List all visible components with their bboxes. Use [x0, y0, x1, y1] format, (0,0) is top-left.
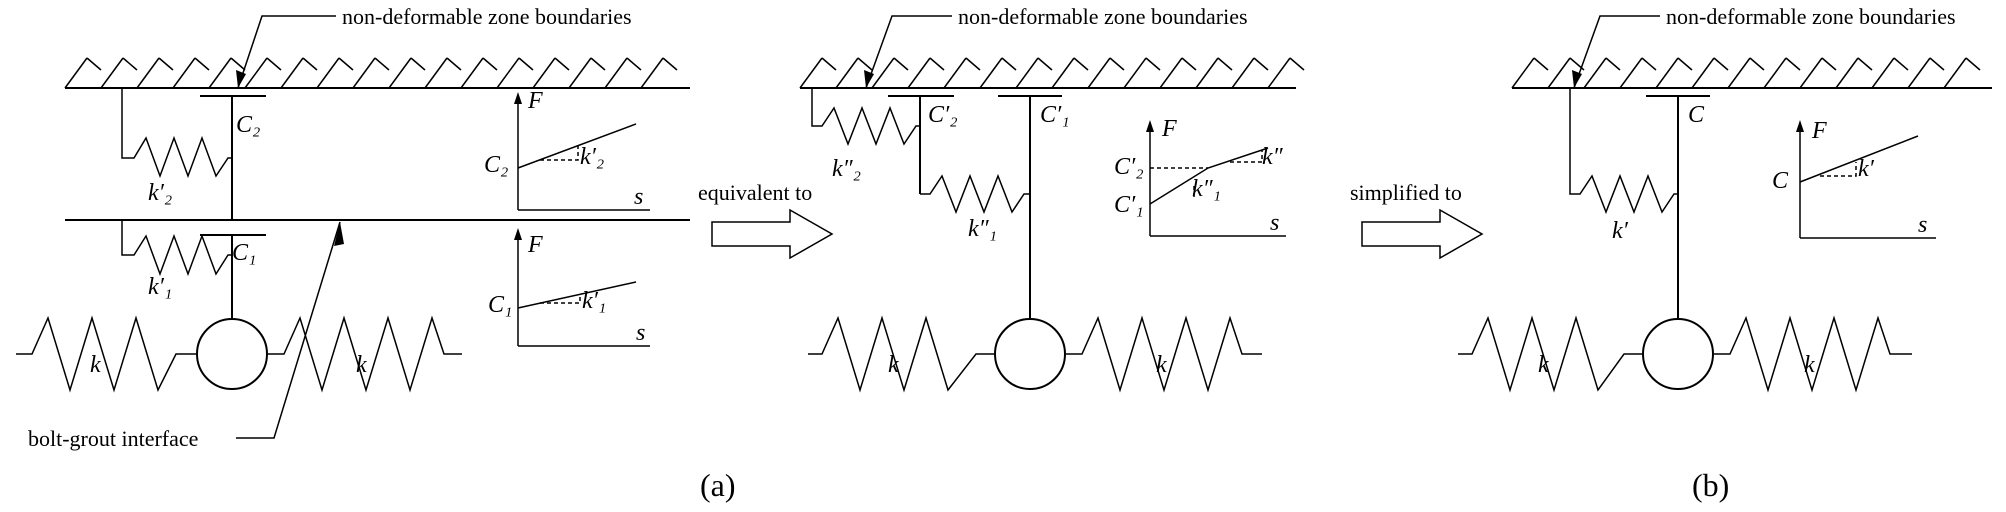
- svg-text:F: F: [1161, 116, 1177, 142]
- svg-text:C′₂: C′₂: [1114, 154, 1144, 180]
- fs-graph-c1: F s C₁ k′₁: [488, 228, 650, 347]
- spring-k1-prime: [121, 220, 232, 277]
- svg-text:k′₂: k′₂: [580, 144, 604, 170]
- bolt-grout-arrowhead: [334, 222, 344, 246]
- spring-k-right-3: [1714, 315, 1912, 393]
- label-C1-prime: C′₁: [1040, 102, 1070, 128]
- spring-k-left: [16, 315, 196, 393]
- spring-k2-prime: [121, 88, 233, 220]
- label-k-left: k: [90, 352, 101, 378]
- svg-text:s: s: [636, 320, 645, 346]
- slider-c: [1646, 95, 1710, 318]
- svg-text:C′₁: C′₁: [1114, 192, 1144, 218]
- svg-text:F: F: [527, 88, 543, 114]
- zone-boundary-arrowhead: [236, 70, 246, 88]
- label-zone-boundaries-b: non-deformable zone boundaries: [958, 4, 1248, 29]
- bolt-grout-leader: [236, 221, 341, 439]
- simplified-arrow: simplified to: [1350, 180, 1484, 260]
- label-C: C: [1688, 102, 1705, 128]
- svg-text:k′₁: k′₁: [582, 288, 606, 314]
- panel-b-simplified-model: k′ C k k non-deformable zone boundaries …: [1458, 4, 1992, 393]
- label-C2-prime: C′₂: [928, 102, 958, 128]
- spring-k2-double-prime: [811, 88, 954, 194]
- panel-a-equivalent-model: C′₂ k″₂ k″₁ C′₁ k k non-deformable zone …: [799, 4, 1305, 393]
- mass-node-3: [1642, 318, 1714, 390]
- label-k2-double-prime: k″₂: [832, 156, 861, 182]
- slider-c2: [200, 95, 266, 158]
- svg-text:k″: k″: [1262, 144, 1284, 170]
- caption-a: (a): [700, 467, 736, 503]
- mass-node: [196, 318, 268, 390]
- svg-text:s: s: [634, 184, 643, 210]
- label-zone-boundaries-a: non-deformable zone boundaries: [342, 4, 632, 29]
- label-simplified-to: simplified to: [1350, 180, 1462, 205]
- svg-text:k: k: [1804, 352, 1815, 378]
- label-k1-double-prime: k″₁: [968, 216, 997, 242]
- label-C2: C₂: [236, 112, 260, 138]
- caption-b: (b): [1692, 467, 1729, 503]
- spring-k1-double-prime: [920, 173, 1030, 215]
- panel-a-original-model: C₂ k′₂ C₁ k′₁ k k non-deformable zone bo…: [16, 4, 690, 451]
- ground-hatch: [64, 57, 690, 89]
- fs-graph-c2: F s C₂ k′₂: [484, 88, 650, 211]
- mass-node-2: [994, 318, 1066, 390]
- fs-graph-bilinear: F s C′₂ C′₁ k″₁ k″: [1114, 116, 1286, 237]
- svg-text:k′: k′: [1858, 156, 1875, 182]
- slider-c1: [200, 234, 266, 318]
- svg-text:s: s: [1918, 212, 1927, 238]
- spring-k-left-2: [808, 315, 994, 393]
- svg-text:s: s: [1270, 210, 1279, 236]
- svg-text:C₂: C₂: [484, 152, 508, 178]
- svg-text:k″₁: k″₁: [1192, 176, 1221, 202]
- slider-c1-prime: [998, 95, 1062, 318]
- spring-k-prime: [1569, 88, 1678, 215]
- label-k-right: k: [356, 352, 367, 378]
- spring-k-right: [268, 315, 462, 393]
- label-k1-prime: k′₁: [148, 274, 172, 300]
- label-C1: C₁: [232, 240, 256, 266]
- label-bolt-grout-interface: bolt-grout interface: [28, 426, 198, 451]
- svg-text:F: F: [527, 232, 543, 258]
- svg-text:C₁: C₁: [488, 292, 512, 318]
- equivalent-arrow: equivalent to: [698, 180, 834, 260]
- spring-k-left-3: [1458, 315, 1642, 393]
- fs-graph-linear: F s C k′: [1772, 118, 1936, 239]
- svg-text:k: k: [1538, 352, 1549, 378]
- svg-text:C: C: [1772, 168, 1789, 194]
- zone-boundary-leader: [237, 15, 336, 89]
- spring-k-right-2: [1066, 315, 1262, 393]
- label-zone-boundaries-c: non-deformable zone boundaries: [1666, 4, 1956, 29]
- svg-text:k: k: [1156, 352, 1167, 378]
- svg-text:k: k: [888, 352, 899, 378]
- label-equivalent-to: equivalent to: [698, 180, 812, 205]
- label-k-prime: k′: [1612, 218, 1629, 244]
- label-k2-prime: k′₂: [148, 180, 172, 206]
- svg-text:F: F: [1811, 118, 1827, 144]
